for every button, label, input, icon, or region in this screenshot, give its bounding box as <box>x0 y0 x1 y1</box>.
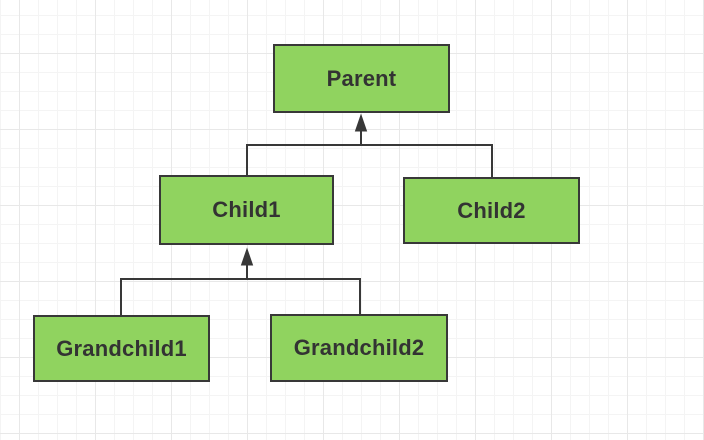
node-label: Grandchild2 <box>293 335 425 360</box>
edge-grandchild2-to-child1[interactable] <box>247 278 361 314</box>
edge-line <box>361 144 493 177</box>
edge-child2-to-parent[interactable] <box>361 144 493 177</box>
node-parent[interactable]: Parent <box>273 44 450 113</box>
node-label: Child1 <box>212 197 281 222</box>
node-child2[interactable]: Child2 <box>403 177 580 244</box>
edge-grandchild1-to-child1[interactable] <box>120 247 254 315</box>
node-grandchild1[interactable]: Grandchild1 <box>33 315 210 382</box>
edge-child1-to-parent[interactable] <box>246 113 368 176</box>
arrowhead-up-icon <box>354 113 368 132</box>
edge-line <box>246 130 362 176</box>
node-label: Grandchild1 <box>56 335 187 361</box>
edge-line <box>120 264 248 315</box>
arrowhead-up-icon <box>240 247 254 266</box>
node-child1[interactable]: Child1 <box>159 175 334 245</box>
node-grandchild2[interactable]: Grandchild2 <box>270 314 448 382</box>
node-label: Parent <box>326 65 397 91</box>
node-label: Child2 <box>457 197 526 223</box>
edge-line <box>247 278 361 314</box>
